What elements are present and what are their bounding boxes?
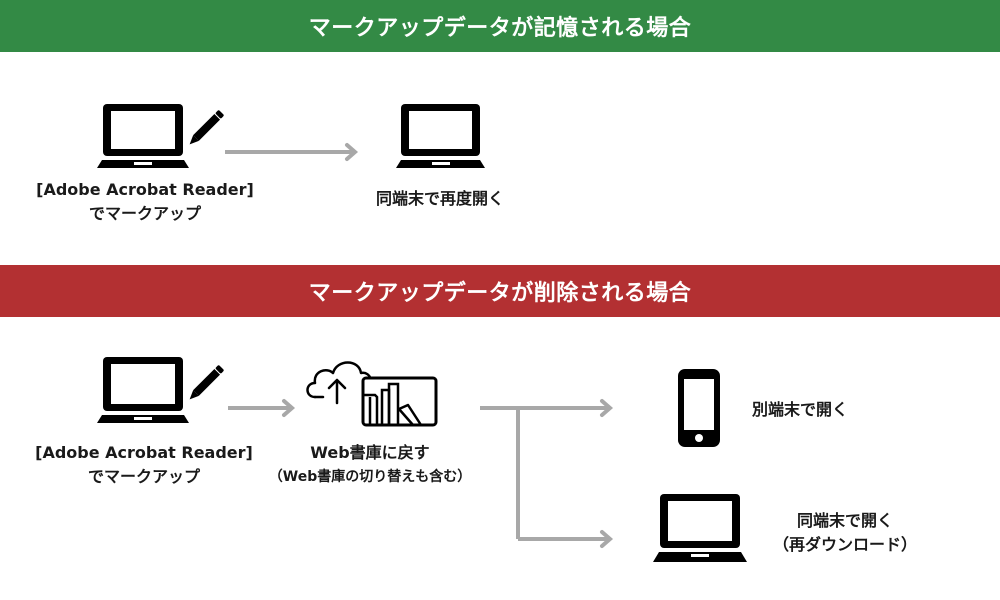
- step-note-shelf-switch: （Web書庫の切り替えも含む）: [268, 469, 472, 485]
- arrow-right: [228, 399, 296, 417]
- step-label-return-shelf: Web書庫に戻す: [310, 443, 430, 462]
- cloud-upload-bookshelf-icon: [306, 361, 438, 427]
- section-banner-deleted: マークアップデータが削除される場合: [0, 265, 1000, 317]
- branch-arrow: [480, 399, 614, 548]
- branch-label-same-device: 同端末で開く （再ダウンロード）: [772, 511, 917, 554]
- laptop-pen-icon: [97, 357, 224, 423]
- section-title-deleted: マークアップデータが削除される場合: [308, 281, 692, 306]
- laptop-pen-icon: [97, 104, 224, 168]
- step-label-markup-2: [Adobe Acrobat Reader] でマークアップ: [35, 443, 253, 486]
- section-banner-stored: マークアップデータが記憶される場合: [0, 0, 1000, 52]
- branch-label-other-device: 別端末で開く: [751, 400, 848, 419]
- step-label-markup: [Adobe Acrobat Reader] でマークアップ: [36, 180, 254, 223]
- step-label-reopen: 同端末で再度開く: [375, 189, 504, 208]
- section-title-stored: マークアップデータが記憶される場合: [308, 16, 692, 41]
- laptop-icon: [653, 494, 747, 562]
- arrow-right: [225, 143, 359, 161]
- smartphone-icon: [678, 369, 720, 447]
- laptop-icon: [396, 104, 485, 168]
